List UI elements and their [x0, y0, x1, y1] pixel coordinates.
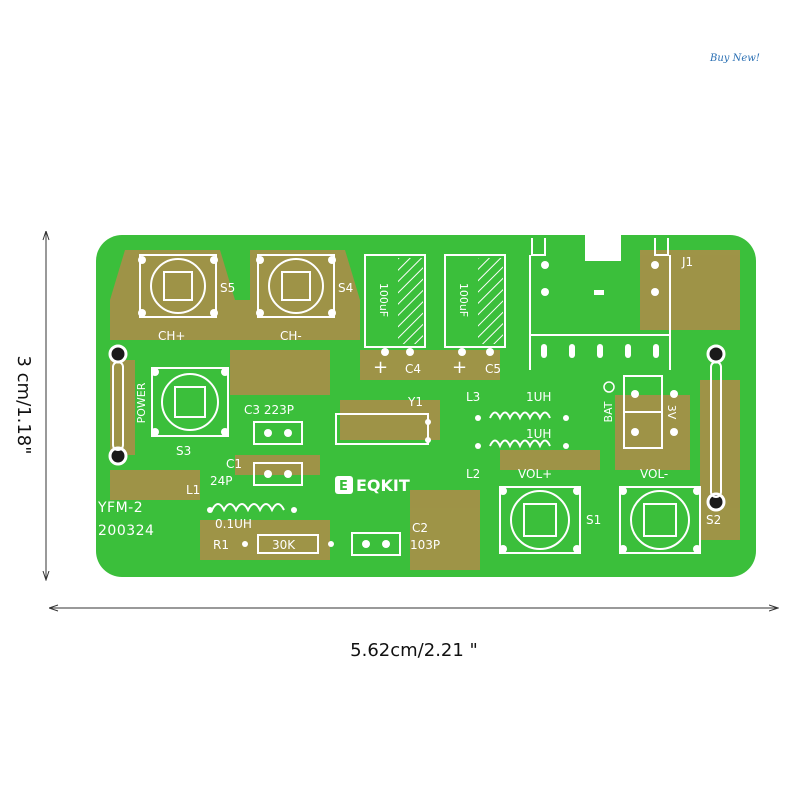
label-plus-2: +: [452, 357, 467, 378]
switch-s1: VOL+ S1: [499, 467, 601, 554]
capacitor-c1: C1 24P: [210, 457, 303, 488]
label-l3: L3: [466, 390, 480, 404]
pcb-board: S5 CH+ S4 CH- POWER S3 100uF: [96, 233, 756, 577]
logo-text: EQKIT: [356, 476, 410, 495]
board-notch: [585, 233, 621, 261]
label-c3: C3 223P: [244, 403, 294, 417]
label-r1: R1: [213, 538, 229, 552]
battery-connector: BAT 3V: [602, 375, 678, 449]
label-volt: 3V: [665, 405, 678, 420]
capacitor-c4: 100uF + C4: [364, 254, 426, 378]
height-label: 3 cm/1.18": [13, 355, 34, 454]
connector-j1: J1: [529, 238, 693, 370]
mounting-holes: [108, 344, 726, 512]
label-plus-1: +: [373, 357, 388, 378]
label-s2: S2: [706, 513, 721, 527]
label-c5: C5: [485, 362, 501, 376]
label-l1: L1: [186, 483, 200, 497]
label-c2-val: 103P: [410, 538, 440, 552]
label-s3: S3: [176, 444, 191, 458]
label-power: POWER: [135, 382, 148, 423]
label-l3-val: 1UH: [526, 390, 551, 404]
plus-circle-icon: [603, 381, 615, 393]
height-dimension: 3 cm/1.18": [13, 232, 46, 580]
inductor-l1: L1 0.1UH: [186, 483, 297, 531]
width-dimension: 5.62cm/2.21 ": [50, 608, 778, 661]
inductor-l3: L3 1UH: [466, 390, 569, 421]
inductor-l2: 1UH L2: [466, 427, 569, 481]
crystal-y1: Y1: [335, 395, 431, 445]
model-label: YFM-2: [97, 500, 143, 516]
switch-s2: VOL- S2: [619, 467, 721, 554]
date-code-label: 200324: [98, 523, 154, 539]
width-label: 5.62cm/2.21 ": [350, 640, 478, 661]
switch-s3: POWER S3: [135, 367, 229, 458]
switch-s5: S5 CH+: [138, 254, 235, 343]
capacitor-c3: C3 223P: [244, 403, 303, 445]
label-y1: Y1: [407, 395, 423, 409]
label-l2: L2: [466, 467, 480, 481]
label-bat: BAT: [602, 401, 615, 422]
label-s1: S1: [586, 513, 601, 527]
switch-s4: S4 CH-: [256, 254, 353, 343]
svg-text:E: E: [339, 479, 348, 494]
label-l1-val: 0.1UH: [215, 517, 252, 531]
label-ch-minus: CH-: [280, 329, 302, 343]
capacitor-c2: C2 103P: [351, 521, 440, 556]
label-j1: J1: [681, 255, 693, 269]
label-cap-val-2: 100uF: [457, 283, 470, 317]
label-s4: S4: [338, 281, 353, 295]
label-c1-val: 24P: [210, 474, 233, 488]
label-ch-plus: CH+: [158, 329, 185, 343]
label-r1-val: 30K: [272, 538, 296, 552]
label-c4: C4: [405, 362, 421, 376]
label-l2-val: 1UH: [526, 427, 551, 441]
resistor-r1: R1 30K: [213, 534, 334, 554]
label-c2: C2: [412, 521, 428, 535]
capacitor-c5: 100uF + C5: [444, 254, 506, 378]
label-cap-val-1: 100uF: [377, 283, 390, 317]
corner-tag: Buy New!: [709, 53, 760, 64]
label-vol-plus: VOL+: [518, 467, 552, 481]
label-vol-minus: VOL-: [640, 467, 668, 481]
label-c1: C1: [226, 457, 242, 471]
label-s5: S5: [220, 281, 235, 295]
eqkit-logo: E EQKIT: [335, 476, 410, 495]
